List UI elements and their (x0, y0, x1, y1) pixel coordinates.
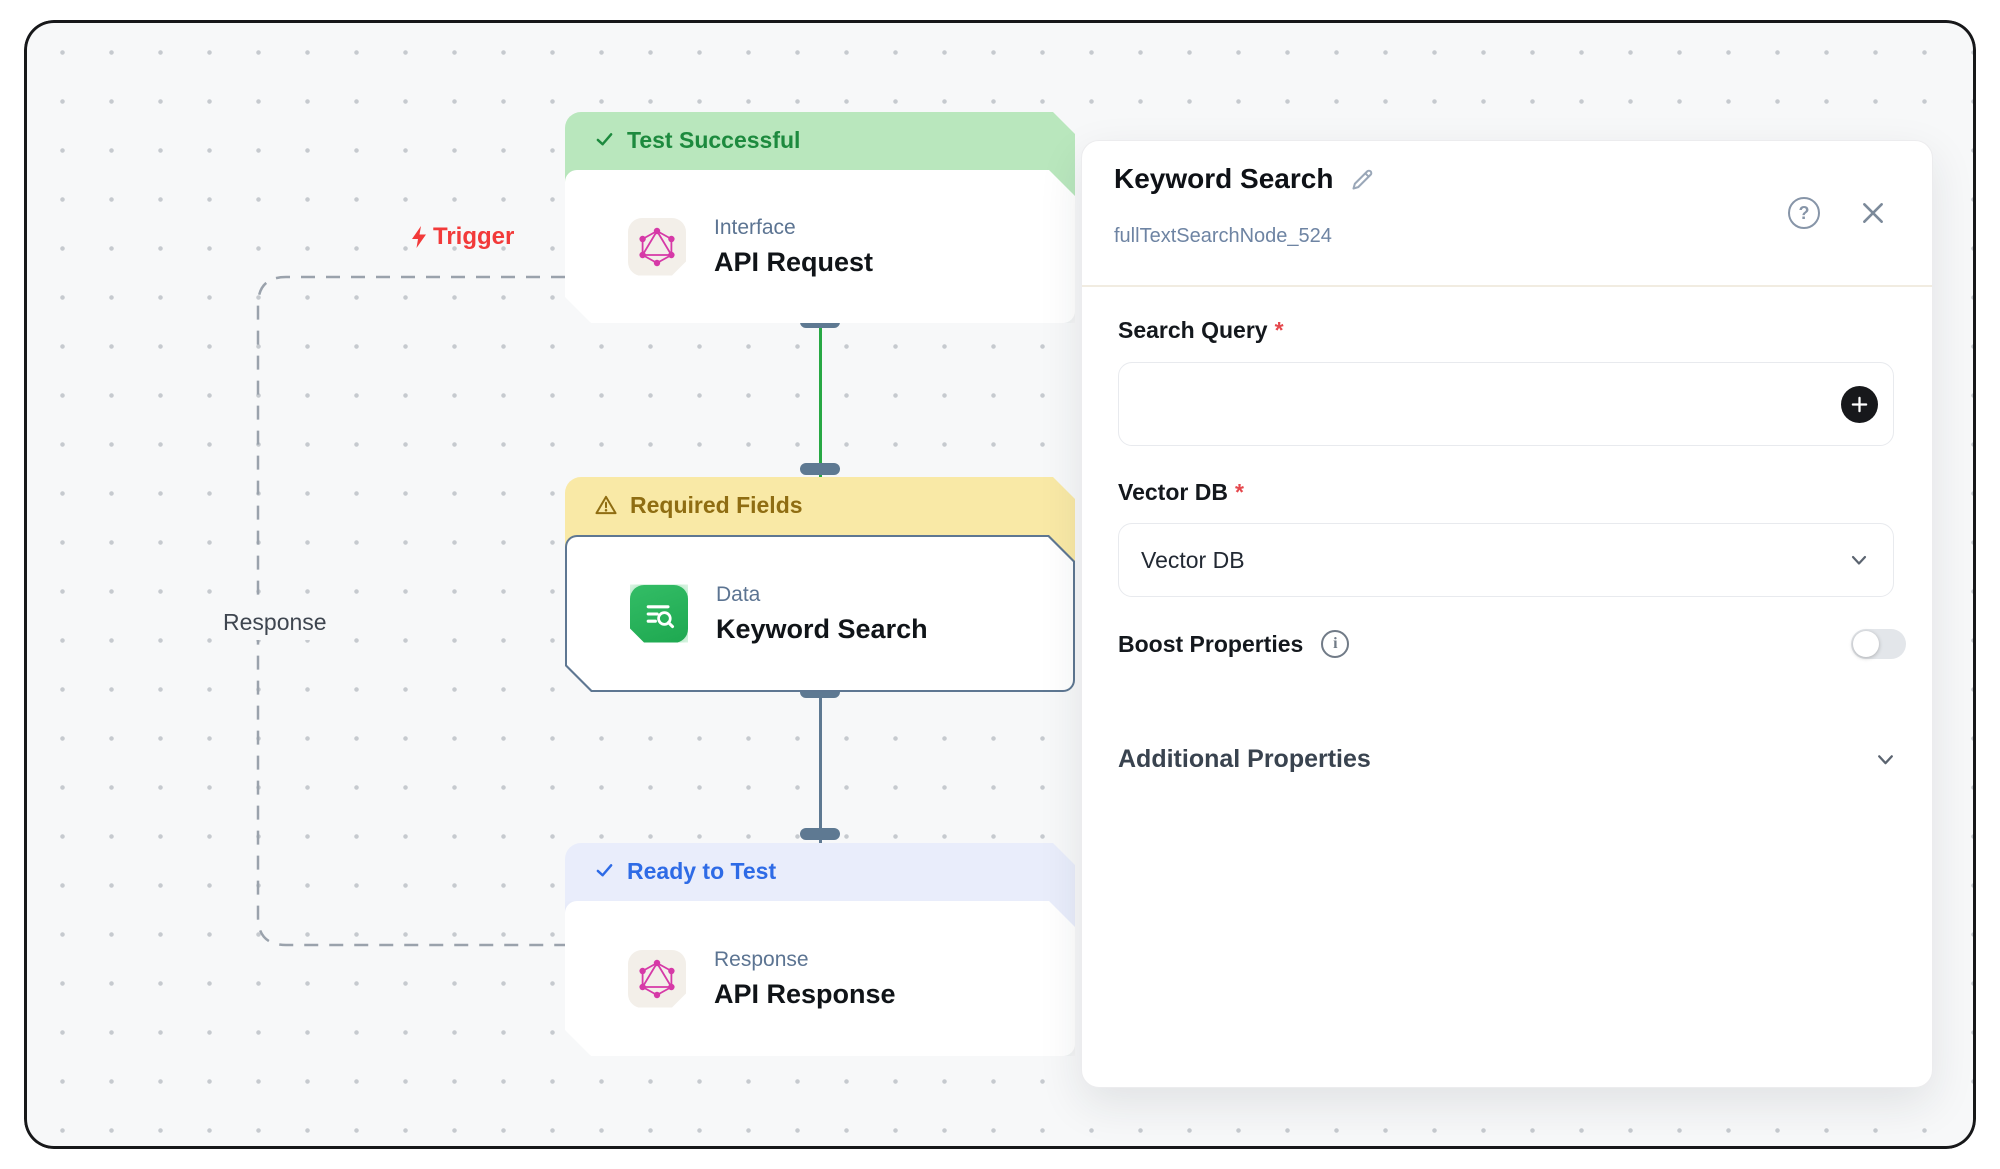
divider (1082, 285, 1932, 287)
node-status-text: Test Successful (627, 127, 801, 153)
additional-properties-label: Additional Properties (1118, 745, 1371, 773)
chevron-down-icon (1878, 755, 1893, 765)
node-api-request[interactable]: Test Successful (565, 112, 1075, 323)
node-title: Keyword Search (716, 613, 928, 644)
panel-title-row: Keyword Search (1114, 163, 1376, 195)
info-icon[interactable]: i (1321, 630, 1350, 658)
lightning-bolt-icon (412, 226, 426, 248)
boost-properties-toggle[interactable] (1851, 629, 1906, 659)
plus-icon (1851, 396, 1868, 413)
target-handle-keyword-search[interactable] (800, 463, 840, 475)
target-handle-api-response[interactable] (800, 828, 840, 840)
panel-title: Keyword Search (1114, 163, 1334, 194)
graphql-icon (628, 218, 686, 276)
node-body[interactable]: Response API Response (565, 901, 1075, 1056)
response-label-text: Response (223, 609, 327, 635)
node-body[interactable]: Data Keyword Search (567, 537, 1073, 690)
node-category: Response (714, 947, 809, 971)
boost-properties-label: Boost Properties (1118, 630, 1304, 657)
node-title: API Response (714, 978, 896, 1009)
add-variable-button[interactable] (1841, 386, 1878, 423)
node-category: Data (716, 582, 761, 606)
warning-triangle-icon (595, 495, 617, 515)
node-keyword-search[interactable]: Required Fields (565, 477, 1075, 692)
node-category: Interface (714, 215, 796, 239)
required-asterisk: * (1274, 317, 1284, 343)
response-edge-label: Response (213, 605, 337, 640)
flow-canvas[interactable]: Trigger Response Test Successful (24, 20, 1976, 1149)
vector-db-select[interactable]: Vector DB (1118, 523, 1894, 597)
document-search-icon (630, 585, 688, 643)
chevron-down-icon (1851, 555, 1867, 565)
trigger-edge-label: Trigger (409, 223, 514, 251)
close-icon[interactable] (1856, 196, 1890, 230)
node-title: API Request (714, 246, 874, 277)
search-query-input[interactable] (1118, 362, 1894, 446)
node-config-panel: Keyword Search ? fullTextSearchNode_524 … (1081, 140, 1933, 1088)
node-api-response[interactable]: Ready to Test (565, 843, 1075, 1056)
checkmark-icon (595, 861, 614, 880)
node-selected-border: Data Keyword Search (565, 535, 1075, 692)
node-status-text: Ready to Test (627, 858, 777, 884)
vector-db-label: Vector DB* (1118, 479, 1244, 505)
edge-search-to-response (819, 690, 822, 845)
required-asterisk: * (1234, 479, 1244, 505)
node-body[interactable]: Interface API Request (565, 170, 1075, 323)
boost-properties-row: Boost Properties i (1118, 629, 1906, 659)
node-status-text: Required Fields (630, 492, 803, 518)
help-icon[interactable]: ? (1788, 197, 1820, 229)
additional-properties-section[interactable]: Additional Properties (1118, 745, 1898, 774)
edit-pencil-icon[interactable] (1349, 166, 1376, 193)
checkmark-icon (595, 130, 614, 149)
vector-db-selected-value: Vector DB (1141, 546, 1245, 573)
search-query-label: Search Query* (1118, 317, 1284, 343)
node-id: fullTextSearchNode_524 (1114, 225, 1332, 247)
graphql-icon (628, 950, 686, 1008)
trigger-label-text: Trigger (433, 223, 515, 250)
toggle-knob (1853, 631, 1879, 657)
edge-request-to-search (819, 320, 822, 480)
